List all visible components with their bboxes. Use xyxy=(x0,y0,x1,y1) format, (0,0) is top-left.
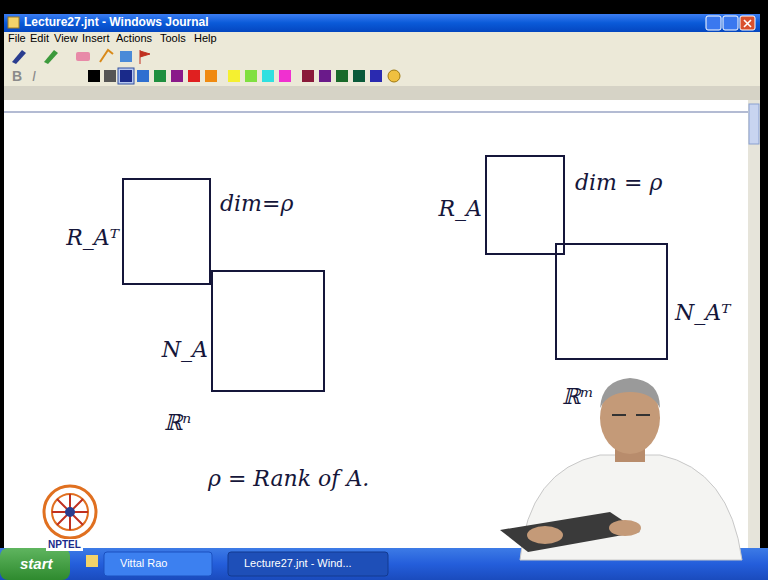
taskbar-label: Lecture27.jnt - Wind... xyxy=(244,557,352,570)
space-label: ℝⁿ xyxy=(164,410,191,435)
subspace-box: R_Aᵀdim=ρ xyxy=(122,178,211,285)
menu-item: Tools xyxy=(160,32,186,45)
eyes xyxy=(612,414,650,416)
logo-text: NPTEL xyxy=(46,539,83,551)
subspace-box: N_A xyxy=(211,270,325,392)
menu-item: Actions xyxy=(116,32,152,45)
close-button xyxy=(740,16,755,30)
taskbar-button-active xyxy=(228,552,388,576)
window-title: Lecture27.jnt - Windows Journal xyxy=(24,16,209,30)
eraser-icon xyxy=(76,52,90,61)
head xyxy=(600,382,660,454)
subspace-name: N_A xyxy=(162,338,208,362)
taskbar-button xyxy=(104,552,212,576)
lasso-icon xyxy=(100,50,113,62)
close-x xyxy=(744,20,751,27)
app-icon xyxy=(8,17,19,28)
menu-item: Insert xyxy=(82,32,110,45)
flag-icon xyxy=(140,50,150,64)
italic-button: I xyxy=(32,68,36,84)
dimension-note: dim = ρ xyxy=(575,171,662,195)
taskbar-label: Vittal Rao xyxy=(120,557,168,570)
hand xyxy=(527,526,563,544)
neck xyxy=(615,440,645,462)
note-page xyxy=(4,100,748,548)
subspace-name: R_A xyxy=(439,197,482,221)
rank-note: ρ = Rank of A. xyxy=(208,466,369,491)
start-button xyxy=(0,548,70,580)
menu-bar xyxy=(4,32,760,46)
bold-button: B xyxy=(12,68,22,84)
dimension-note: dim=ρ xyxy=(220,192,293,216)
format-toolbar xyxy=(4,66,760,86)
folder-icon xyxy=(86,555,98,567)
tablet xyxy=(500,512,640,552)
scrollbar xyxy=(748,100,760,548)
hand xyxy=(609,520,641,536)
page-gap xyxy=(4,86,760,100)
minimize-button xyxy=(706,16,721,30)
hair xyxy=(600,378,660,408)
start-label: start xyxy=(20,555,53,572)
maximize-button xyxy=(723,16,738,30)
menu-item: File xyxy=(8,32,26,45)
subspace-name: R_Aᵀ xyxy=(66,226,119,250)
highlighter-icon xyxy=(44,50,58,64)
pen-toolbar xyxy=(4,46,760,66)
pen-icon xyxy=(12,50,26,64)
nptel-logo xyxy=(44,486,96,538)
scroll-thumb xyxy=(749,104,759,144)
shirt xyxy=(520,455,742,560)
color-palette xyxy=(88,68,400,84)
space-label: ℝᵐ xyxy=(562,384,594,409)
header-line xyxy=(4,111,748,113)
menu-item: Help xyxy=(194,32,217,45)
subspace-box: N_Aᵀ xyxy=(555,243,668,360)
menu-item: View xyxy=(54,32,78,45)
title-bar xyxy=(4,14,760,32)
menu-item: Edit xyxy=(30,32,49,45)
subspace-box: R_Adim = ρ xyxy=(485,155,565,255)
insert-icon xyxy=(120,51,132,62)
subspace-name: N_Aᵀ xyxy=(675,301,730,325)
taskbar xyxy=(0,548,768,580)
